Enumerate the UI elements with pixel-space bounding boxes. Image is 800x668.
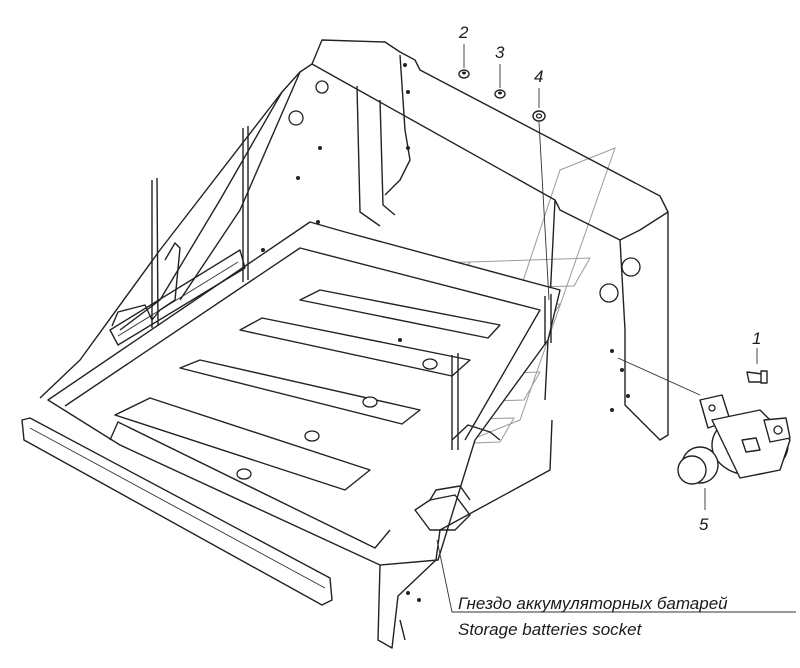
part-3-washer [494, 64, 506, 99]
callout-5: 5 [699, 515, 709, 534]
part-1-bolt [746, 348, 768, 384]
caption-english: Storage batteries socket [458, 620, 642, 639]
callout-2: 2 [458, 23, 469, 42]
socket-frame [21, 39, 796, 649]
callout-3: 3 [495, 43, 505, 62]
callout-4: 4 [534, 67, 543, 86]
caption-russian: Гнездо аккумуляторных батарей [458, 594, 728, 613]
part-5-switch [677, 394, 791, 510]
callout-1: 1 [752, 329, 761, 348]
part-4-spring-washer [532, 88, 550, 301]
part-2-nut [458, 44, 470, 79]
